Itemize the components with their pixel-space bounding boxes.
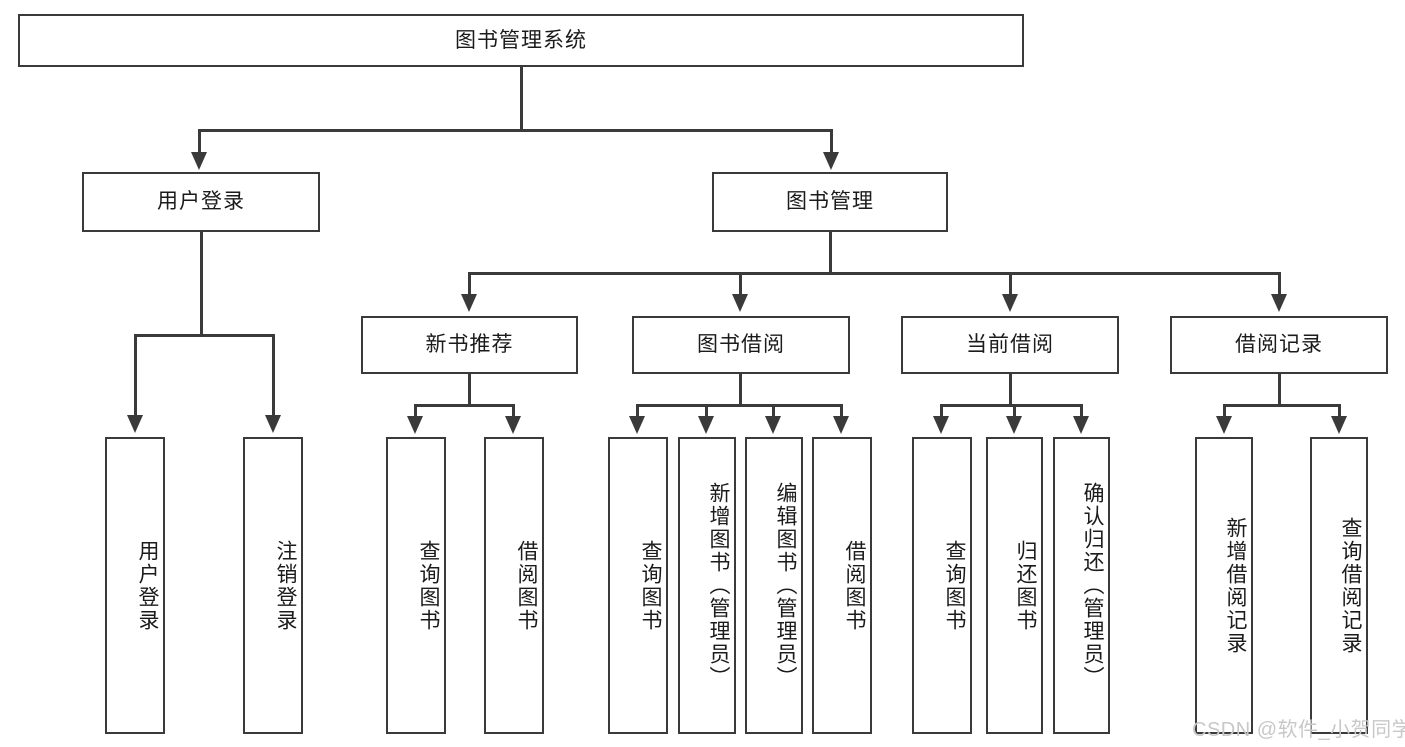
arrow-borrow-to-child-4 — [833, 416, 849, 434]
connector-login-bus — [134, 334, 272, 337]
arrow-records-to-child-2 — [1331, 416, 1347, 434]
connector-borrow-to-child-1 — [636, 404, 639, 418]
leaf-user-login-label: 用户登录 — [136, 539, 159, 632]
connector-borrow-to-child-3 — [772, 404, 775, 418]
arrow-current-to-child-1 — [933, 416, 949, 434]
arrow-login-to-child-1 — [127, 415, 143, 433]
connector-newbooks-to-child-1 — [414, 404, 417, 418]
connector-login-stem — [200, 232, 203, 336]
leaf-add-book-admin[interactable]: 新增图书（管理员） — [678, 437, 736, 734]
leaf-query-books-new[interactable]: 查询图书 — [386, 437, 446, 734]
leaf-query-books-new-label: 查询图书 — [417, 539, 440, 632]
leaf-logout-label: 注销登录 — [274, 539, 297, 632]
leaf-borrow-books[interactable]: 借阅图书 — [812, 437, 872, 734]
leaf-confirm-return-admin[interactable]: 确认归还（管理员） — [1053, 437, 1110, 734]
node-book-management[interactable]: 图书管理 — [712, 172, 948, 232]
leaf-return-books-label: 归还图书 — [1014, 539, 1037, 632]
connector-newbooks-stem — [468, 374, 471, 406]
node-book-borrow[interactable]: 图书借阅 — [632, 316, 850, 374]
connector-borrow-to-child-4 — [840, 404, 843, 418]
connector-records-stem — [1278, 374, 1281, 406]
arrow-bookmgmt-to-newbooks — [461, 294, 477, 312]
leaf-query-books-current[interactable]: 查询图书 — [912, 437, 972, 734]
connector-newbooks-bus — [414, 404, 514, 407]
leaf-borrow-books-label: 借阅图书 — [843, 539, 866, 632]
connector-current-to-child-1 — [940, 404, 943, 418]
leaf-borrow-books-new-label: 借阅图书 — [515, 539, 538, 632]
leaf-user-login[interactable]: 用户登录 — [105, 437, 165, 734]
arrow-borrow-to-child-2 — [698, 416, 714, 434]
connector-root-to-login — [198, 129, 201, 155]
connector-bookmgmt-stem — [829, 232, 832, 274]
connector-root-to-bookmgmt — [830, 129, 833, 155]
arrow-borrow-to-child-3 — [765, 416, 781, 434]
leaf-confirm-return-admin-label: 确认归还（管理员） — [1081, 482, 1104, 689]
csdn-watermark: CSDN @软件_小贺同学 — [1192, 719, 1405, 741]
node-new-book-recommend-label: 新书推荐 — [425, 333, 514, 357]
leaf-borrow-books-new[interactable]: 借阅图书 — [484, 437, 544, 734]
leaf-edit-book-admin[interactable]: 编辑图书（管理员） — [745, 437, 803, 734]
arrow-current-to-child-3 — [1073, 416, 1089, 434]
connector-records-to-child-2 — [1338, 404, 1341, 418]
connector-borrow-to-child-2 — [705, 404, 708, 418]
node-root[interactable]: 图书管理系统 — [18, 14, 1024, 67]
arrow-current-to-child-2 — [1006, 416, 1022, 434]
leaf-add-borrow-record[interactable]: 新增借阅记录 — [1195, 437, 1253, 734]
node-user-login-label: 用户登录 — [157, 190, 245, 214]
leaf-edit-book-admin-label: 编辑图书（管理员） — [774, 482, 797, 689]
arrow-records-to-child-1 — [1216, 416, 1232, 434]
connector-records-to-child-1 — [1223, 404, 1226, 418]
connector-current-stem — [1009, 374, 1012, 406]
arrow-bookmgmt-to-current — [1002, 294, 1018, 312]
connector-borrow-stem — [739, 374, 742, 406]
leaf-query-borrow-record-label: 查询借阅记录 — [1339, 516, 1362, 655]
connector-login-to-child-1 — [134, 334, 137, 417]
leaf-query-books-current-label: 查询图书 — [943, 539, 966, 632]
node-user-login[interactable]: 用户登录 — [82, 172, 320, 232]
connector-login-to-child-2 — [272, 334, 275, 417]
node-root-label: 图书管理系统 — [455, 28, 587, 52]
leaf-query-books-borrow-label: 查询图书 — [639, 539, 662, 632]
node-current-borrow-label: 当前借阅 — [966, 333, 1054, 357]
connector-root-stem — [520, 67, 523, 130]
arrow-root-to-login — [191, 152, 207, 170]
node-current-borrow[interactable]: 当前借阅 — [901, 316, 1119, 374]
node-book-management-label: 图书管理 — [786, 190, 874, 214]
arrow-borrow-to-child-1 — [629, 416, 645, 434]
arrow-root-to-bookmgmt — [823, 152, 839, 170]
node-borrow-records[interactable]: 借阅记录 — [1170, 316, 1388, 374]
connector-records-bus — [1223, 404, 1340, 407]
leaf-query-books-borrow[interactable]: 查询图书 — [608, 437, 668, 734]
connector-bookmgmt-to-current — [1009, 272, 1012, 296]
connector-current-to-child-3 — [1080, 404, 1083, 418]
connector-current-bus — [940, 404, 1082, 407]
node-new-book-recommend[interactable]: 新书推荐 — [361, 316, 578, 374]
connector-bookmgmt-to-newbooks — [468, 272, 471, 296]
leaf-return-books[interactable]: 归还图书 — [986, 437, 1043, 734]
arrow-bookmgmt-to-borrow — [732, 294, 748, 312]
connector-newbooks-to-child-2 — [512, 404, 515, 418]
arrow-login-to-child-2 — [265, 415, 281, 433]
connector-bookmgmt-bus — [468, 272, 1280, 275]
leaf-add-book-admin-label: 新增图书（管理员） — [707, 482, 730, 689]
node-book-borrow-label: 图书借阅 — [697, 333, 785, 357]
leaf-logout[interactable]: 注销登录 — [243, 437, 303, 734]
connector-bookmgmt-to-borrow — [739, 272, 742, 296]
connector-root-bus — [198, 129, 833, 132]
connector-bookmgmt-to-records — [1278, 272, 1281, 296]
leaf-query-borrow-record[interactable]: 查询借阅记录 — [1310, 437, 1368, 734]
leaf-add-borrow-record-label: 新增借阅记录 — [1224, 516, 1247, 655]
node-borrow-records-label: 借阅记录 — [1235, 333, 1323, 357]
connector-borrow-bus — [636, 404, 842, 407]
connector-current-to-child-2 — [1013, 404, 1016, 418]
arrow-newbooks-to-child-2 — [505, 416, 521, 434]
arrow-newbooks-to-child-1 — [407, 416, 423, 434]
arrow-bookmgmt-to-records — [1271, 294, 1287, 312]
